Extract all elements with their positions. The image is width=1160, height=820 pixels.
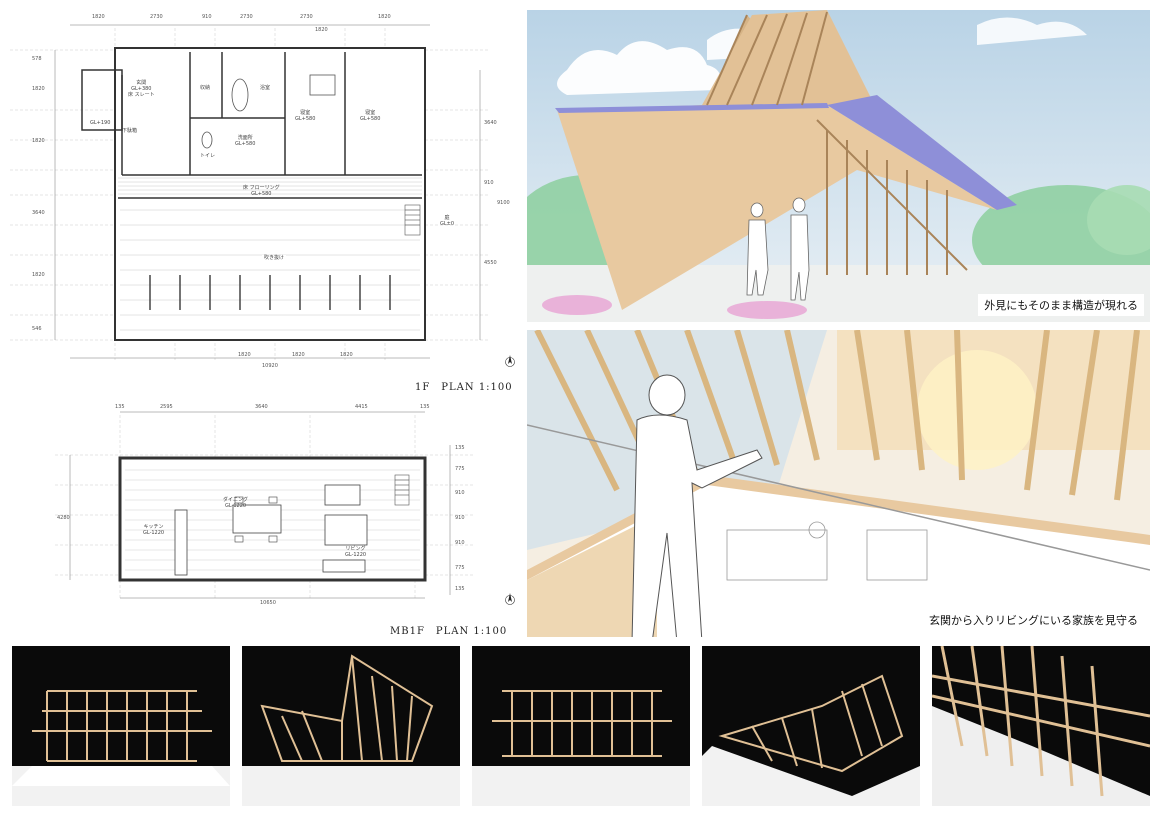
room-toilet: トイレ [200, 153, 216, 159]
room-kitchen: キッチン GL-1220 [143, 524, 165, 536]
dim-top-4: 2730 [240, 14, 253, 20]
exterior-illustration [527, 10, 1150, 322]
mb-dim-right-5: 910 [455, 540, 465, 546]
room-corridor: 床 フローリング GL+580 [243, 185, 280, 197]
room-shoebox: 下駄箱 [122, 128, 138, 134]
exterior-caption: 外見にもそのまま構造が現れる [978, 294, 1144, 316]
north-arrow-icon [505, 355, 515, 367]
dim-bottom-1: 1820 [238, 352, 251, 358]
dim-right-3: 4550 [484, 260, 497, 266]
plan-1f-title: 1F PLAN 1:100 [415, 382, 513, 393]
exterior-perspective: 外見にもそのまま構造が現れる [527, 10, 1150, 322]
room-bedroom-2: 寝室 GL+580 [360, 110, 381, 122]
mb-dim-right-6: 775 [455, 565, 465, 571]
room-entrance: 玄関 GL+380 床 スレート [128, 80, 155, 98]
dim-left-4: 3640 [32, 210, 45, 216]
dim-left-1: 578 [32, 56, 42, 62]
plan-1f: 1820 2730 910 2730 2730 1820 1820 1820 1… [10, 10, 510, 395]
model-photo-5-image [932, 646, 1150, 806]
mb-dim-bottom-total: 10650 [260, 600, 276, 606]
model-photo-4 [702, 646, 920, 806]
plan-mb1f: 135 2595 3640 4415 135 10650 4280 135 77… [55, 400, 515, 615]
plan-mb1f-drawing [55, 411, 475, 600]
room-washroom: 洗面所 GL+580 [235, 135, 256, 147]
mb-dim-top-3: 3640 [255, 404, 268, 410]
model-photo-3 [472, 646, 690, 806]
model-photo-2 [242, 646, 460, 806]
model-photo-1 [12, 646, 230, 806]
dim-bottom-3: 1820 [340, 352, 353, 358]
dim-top-6: 1820 [378, 14, 391, 20]
interior-caption: 玄関から入りリビングにいる家族を見守る [923, 609, 1144, 631]
interior-illustration [527, 330, 1150, 637]
dim-right-2: 910 [484, 180, 494, 186]
dim-top-2: 2730 [150, 14, 163, 20]
room-dining: ダイニング GL-1220 [223, 497, 249, 509]
mb-dim-top-4: 4415 [355, 404, 368, 410]
room-bath: 浴室 [260, 85, 271, 91]
room-storage: 収納 [200, 85, 211, 91]
dim-top-3: 910 [202, 14, 212, 20]
room-bedroom-1: 寝室 GL+580 [295, 110, 316, 122]
dim-bottom-total: 10920 [262, 363, 278, 369]
interior-perspective: 玄関から入りリビングにいる家族を見守る [527, 330, 1150, 637]
mb-dim-right-7: 135 [455, 586, 465, 592]
room-living: リビング GL-1220 [345, 546, 367, 558]
model-photo-5 [932, 646, 1150, 806]
dim-left-3: 1820 [32, 138, 45, 144]
model-photo-2-image [242, 654, 460, 806]
dim-left-2: 1820 [32, 86, 45, 92]
dim-right-1: 3640 [484, 120, 497, 126]
north-arrow-icon-mb1f [505, 593, 515, 605]
room-gl190: GL+190 [90, 120, 111, 126]
mb-dim-left-total: 4280 [57, 515, 70, 521]
mb-dim-top-5: 135 [420, 404, 430, 410]
plan-1f-drawing [10, 24, 490, 360]
dim-top-1: 1820 [92, 14, 105, 20]
dim-left-6: 546 [32, 326, 42, 332]
model-photo-4-image [702, 674, 920, 806]
model-photo-1-image [12, 690, 230, 806]
mb-dim-top-2: 2595 [160, 404, 173, 410]
mb-dim-top-1: 135 [115, 404, 125, 410]
mb-dim-right-4: 910 [455, 515, 465, 521]
room-void: 吹き抜け [262, 255, 287, 261]
mb-dim-right-1: 135 [455, 445, 465, 451]
dim-right-total: 9100 [497, 200, 510, 206]
mb-dim-right-3: 910 [455, 490, 465, 496]
dim-top-sub: 1820 [315, 27, 328, 33]
dim-top-5: 2730 [300, 14, 313, 20]
mb-dim-right-2: 775 [455, 466, 465, 472]
dim-bottom-2: 1820 [292, 352, 305, 358]
room-garden: 庭 GL±0 [440, 215, 455, 227]
plan-mb1f-title: MB1F PLAN 1:100 [390, 626, 508, 637]
dim-left-5: 1820 [32, 272, 45, 278]
model-photo-3-image [472, 690, 690, 806]
